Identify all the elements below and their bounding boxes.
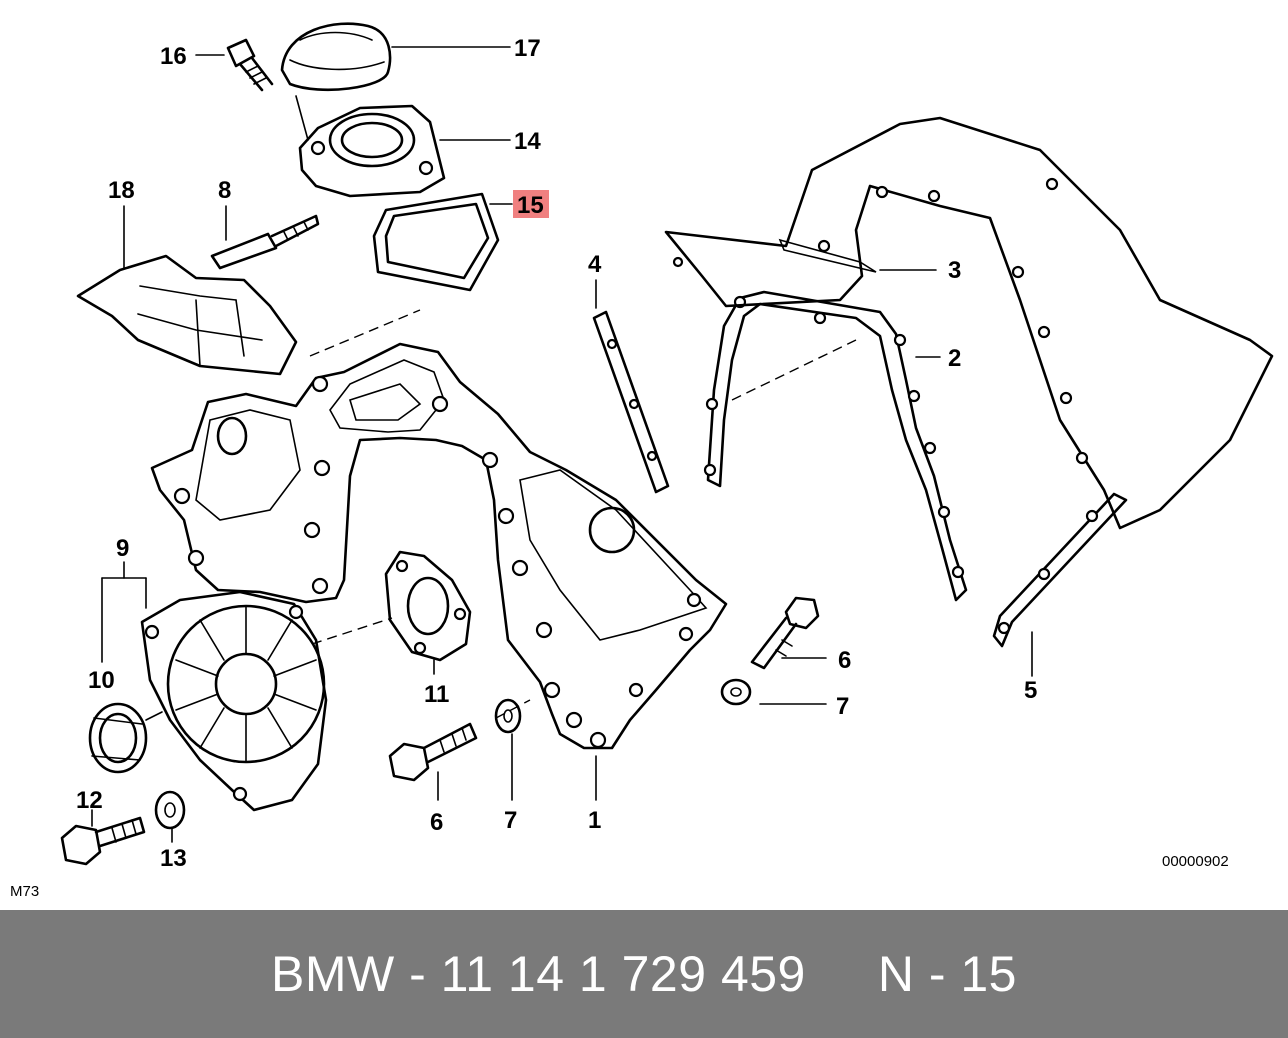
callout-labels: 16 17 14 15 18 8 4 3 2 9 10 11 12 13 6 7… xyxy=(10,35,1229,900)
callout-16: 16 xyxy=(160,43,187,70)
part-6-bolt-left xyxy=(388,722,478,782)
part-7-washer-right xyxy=(720,678,752,706)
part-17-cap xyxy=(280,22,392,92)
part-12-bolt xyxy=(60,816,146,866)
part-13-washer xyxy=(154,790,186,830)
callout-2: 2 xyxy=(948,345,961,372)
part-6-bolt-right xyxy=(750,596,820,670)
callout-15: 15 xyxy=(517,192,544,219)
callout-10: 10 xyxy=(88,667,115,694)
part-15-gasket xyxy=(372,192,500,292)
part-14-housing xyxy=(298,104,446,198)
parts-diagram: 16 17 14 15 18 8 4 3 2 9 10 11 12 13 6 7… xyxy=(10,22,1274,900)
diagram-code-left: M73 xyxy=(10,883,39,900)
part-10-seal xyxy=(88,702,148,774)
callout-6-left: 6 xyxy=(430,809,443,836)
highlight-box-15 xyxy=(513,190,549,218)
callout-13: 13 xyxy=(160,845,187,872)
part-9-pump-cover xyxy=(140,590,328,812)
part-number-text: BMW - 11 14 1 729 459 N - 15 xyxy=(271,946,1017,1002)
callout-3: 3 xyxy=(948,257,961,284)
part-4-gasket-strip xyxy=(592,310,670,494)
assembly-lines xyxy=(309,309,857,719)
callout-11: 11 xyxy=(424,681,449,708)
callout-12: 12 xyxy=(76,787,103,814)
part-2-gasket xyxy=(703,290,968,602)
callout-7-right: 7 xyxy=(836,693,849,720)
callout-14: 14 xyxy=(514,128,541,155)
callout-4: 4 xyxy=(588,251,602,278)
part-number-banner: BMW - 11 14 1 729 459 N - 15 xyxy=(0,910,1288,1038)
part-5-gasket-strip xyxy=(992,492,1128,648)
diagram-number: 00000902 xyxy=(1162,853,1229,870)
callout-5: 5 xyxy=(1024,677,1037,704)
callout-8: 8 xyxy=(218,177,231,204)
callout-17: 17 xyxy=(514,35,541,62)
callout-9: 9 xyxy=(116,535,129,562)
leader-lines xyxy=(91,46,1033,843)
part-18-bracket xyxy=(76,254,298,376)
part-3-rear-cover xyxy=(664,116,1274,530)
part-8-stud xyxy=(210,214,320,270)
part-1-timing-cover xyxy=(150,342,728,750)
part-16-bolt xyxy=(226,38,274,92)
part-11-gasket xyxy=(384,550,472,662)
callout-18: 18 xyxy=(108,177,135,204)
callout-1: 1 xyxy=(588,807,601,834)
callout-6-right: 6 xyxy=(838,647,851,674)
callout-7-left: 7 xyxy=(504,807,517,834)
